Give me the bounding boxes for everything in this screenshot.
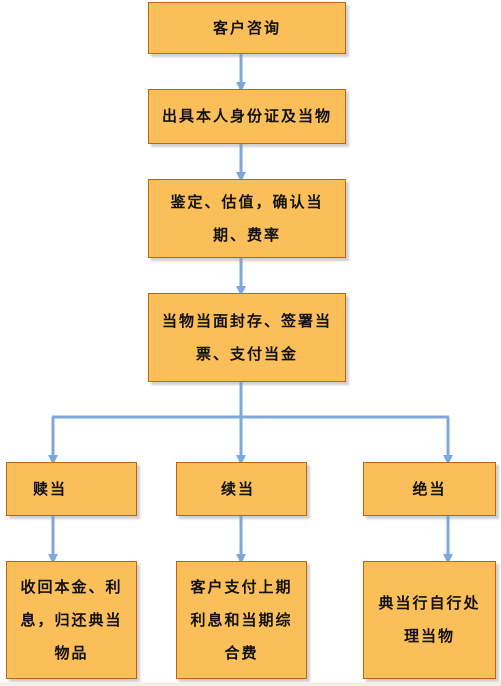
bottom-divider <box>0 682 501 686</box>
result-redeem: 收回本金、利息，归还典当物品 <box>6 561 137 679</box>
step-consultation: 客户咨询 <box>148 2 346 54</box>
result-renew: 客户支付上期利息和当期综合费 <box>176 561 307 679</box>
step-appraisal: 鉴定、估值，确认当期、费率 <box>148 179 346 258</box>
step-present-id: 出具本人身份证及当物 <box>148 89 346 144</box>
step-seal-and-pay: 当物当面封存、签署当票、支付当金 <box>148 293 346 382</box>
result-forfeit: 典当行自行处理当物 <box>363 561 496 679</box>
branch-redeem: 赎当 <box>6 462 137 516</box>
branch-forfeit: 绝当 <box>363 462 496 516</box>
branch-renew: 续当 <box>176 462 307 516</box>
